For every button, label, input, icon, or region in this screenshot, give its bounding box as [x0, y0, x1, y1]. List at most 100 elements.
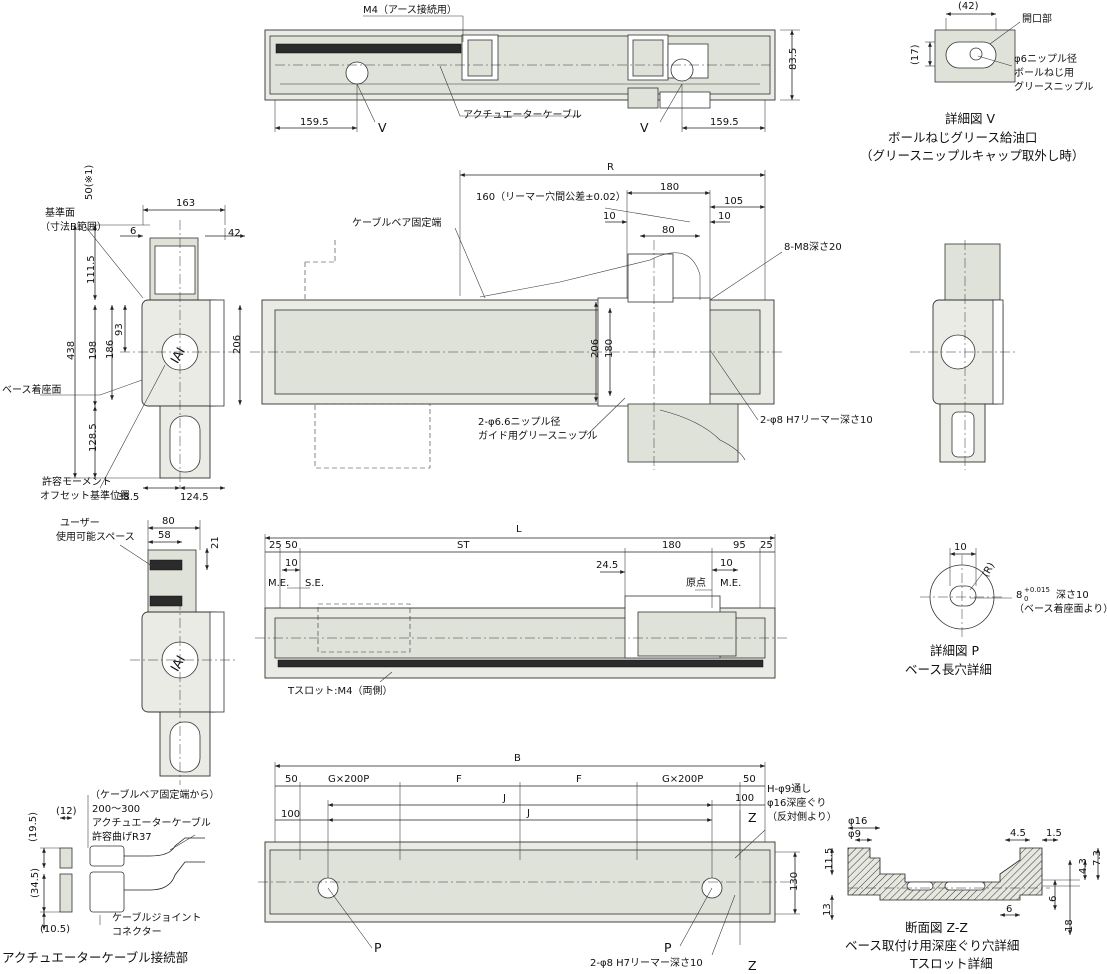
- d95: 95: [733, 540, 746, 551]
- d12: (12): [56, 806, 77, 817]
- m8-label: 8-M8深さ20: [784, 241, 842, 253]
- user-space-1: ユーザー: [60, 517, 100, 529]
- section-subtitle: ベース取付け用深座ぐり穴詳細: [845, 938, 1019, 953]
- d42: 42: [228, 228, 241, 239]
- tolerance-lower: 0: [1024, 595, 1028, 603]
- detail-v-title: 詳細図 V: [945, 111, 995, 126]
- d10-5: (10.5): [40, 924, 70, 935]
- d50-right: 50: [743, 774, 756, 785]
- detail-v-note: （グリースニップルキャップ取外し時）: [860, 148, 1084, 163]
- moment-label-1: 許容モーメント: [42, 475, 112, 488]
- p-right: P: [664, 940, 672, 955]
- d206: 206: [232, 335, 243, 354]
- d206: 206: [590, 339, 601, 358]
- height-dim: 83.5: [788, 48, 799, 70]
- section-title: 断面図 Z-Z: [905, 920, 968, 935]
- d24-5: 24.5: [596, 560, 618, 571]
- base-face-label: ベース着座面: [2, 383, 62, 396]
- d1-5: 1.5: [1046, 828, 1062, 839]
- d6-a: 6: [1006, 904, 1012, 915]
- d438: 438: [66, 341, 77, 360]
- detail-v-subtitle: ボールねじグリース給油口: [888, 130, 1037, 145]
- d19-5: (19.5): [28, 812, 39, 842]
- d180-vertical: 180: [604, 339, 615, 358]
- moment-label-2: オフセット基準位置: [40, 489, 130, 502]
- dim-B: B: [514, 753, 521, 764]
- d186: 186: [105, 340, 116, 359]
- d38-5: 38.5: [117, 492, 139, 503]
- holes-label-3: （反対側より）: [767, 810, 837, 823]
- tolerance-upper: +0.015: [1024, 586, 1050, 594]
- d10-right: 10: [718, 211, 731, 222]
- earth-label: M4（アース接続用）: [363, 3, 457, 16]
- origin-label: 原点: [686, 577, 706, 589]
- tolerance-main: 8: [1016, 590, 1022, 601]
- holes-label-1: H-φ9通し: [767, 783, 811, 795]
- tslot-label: Tスロット:M4（両側）: [287, 684, 392, 697]
- d80: 80: [662, 225, 675, 236]
- d13: 13: [822, 903, 833, 916]
- v-left: V: [378, 120, 387, 135]
- iai-logo-2: IAI: [167, 653, 188, 674]
- top-view: M4（アース接続用） 83.5 159.5 159.5 アクチュエーターケーブル…: [264, 3, 800, 135]
- depth-label: 深さ10: [1056, 589, 1089, 601]
- se-label: S.E.: [305, 578, 324, 589]
- cable-detail-title: アクチュエーターケーブル接続部: [2, 950, 188, 965]
- dim-J-2: J: [526, 808, 530, 819]
- guide-label-1: 2-φ6.6ニップル径: [478, 415, 560, 428]
- section-zz: φ16 φ9 4.5 1.5 11.5 13 4.3 7.3 6 6 18 断面…: [822, 816, 1103, 971]
- d6: 6: [130, 226, 136, 237]
- z-top: Z: [748, 810, 757, 825]
- dim-42: (42): [958, 1, 979, 12]
- d25-left: 25: [269, 540, 282, 551]
- left-dim: 159.5: [300, 117, 329, 128]
- d180: 180: [660, 182, 679, 193]
- connector-label-1: ケーブルジョイント: [112, 911, 201, 924]
- cable-detail: (12) (19.5) (34.5) (10.5) （ケーブルベア固定端から） …: [2, 788, 219, 965]
- d25-right: 25: [760, 540, 773, 551]
- ref-label-2: （寸法B範囲）: [40, 220, 107, 233]
- nipple-label-1: φ6ニップル径: [1014, 52, 1077, 65]
- detail-v: (42) (17) 開口部 φ6ニップル径 ボールねじ用 グリースニップル 詳細…: [860, 1, 1094, 163]
- base-view: B 50 G×200P F F G×200P 50 J J 100 100 13…: [258, 753, 837, 973]
- d18: 18: [1064, 919, 1075, 932]
- d80: 80: [162, 516, 175, 527]
- reamer-label: 2-φ8 H7リーマー深さ10: [590, 957, 703, 969]
- d50: 50(※1): [84, 165, 95, 200]
- d16: φ16: [848, 816, 867, 827]
- me-left: M.E.: [268, 578, 289, 589]
- opening-label: 開口部: [1022, 12, 1052, 25]
- d9: φ9: [848, 829, 861, 840]
- dim-J-1: J: [502, 793, 506, 804]
- cable-note-3: アクチュエーターケーブル: [92, 816, 211, 829]
- g-right: G×200P: [662, 774, 703, 785]
- end-view: [910, 240, 1015, 470]
- reamer-label: 2-φ8 H7リーマー深さ10: [760, 414, 873, 426]
- iai-logo: IAI: [167, 345, 188, 366]
- nipple-label-3: グリースニップル: [1014, 80, 1094, 93]
- d4-5: 4.5: [1010, 828, 1026, 839]
- holes-label-2: φ16深座ぐり: [767, 796, 826, 809]
- d10-left: 10: [603, 211, 616, 222]
- d100-left: 100: [281, 809, 300, 820]
- plan-view: R 160（リーマー穴間公差±0.02） 180 105 10 10 80 ケー…: [250, 162, 873, 470]
- d11-5: 11.5: [824, 848, 835, 870]
- connector-label-2: コネクター: [112, 926, 162, 938]
- dim-F-left: F: [456, 774, 462, 785]
- detail-p-subtitle: ベース長穴詳細: [905, 662, 992, 677]
- d10: 10: [954, 542, 967, 553]
- cable-note-1: （ケーブルベア固定端から）: [90, 788, 219, 801]
- cable-label: アクチュエーターケーブル: [463, 108, 582, 121]
- cable-note-4: 許容曲げR37: [92, 830, 152, 843]
- depth-note: （ベース着座面より）: [1014, 602, 1107, 615]
- ref-label-1: 基準面: [45, 206, 75, 219]
- detail-p-title: 詳細図 P: [930, 643, 979, 658]
- dim-17: (17): [910, 44, 921, 65]
- dim-L: L: [516, 524, 522, 535]
- d34-5: (34.5): [30, 868, 41, 898]
- dim-ST: ST: [457, 540, 470, 551]
- z-bottom: Z: [748, 958, 757, 973]
- d163: 163: [176, 198, 195, 209]
- section-note: Tスロット詳細: [909, 956, 993, 971]
